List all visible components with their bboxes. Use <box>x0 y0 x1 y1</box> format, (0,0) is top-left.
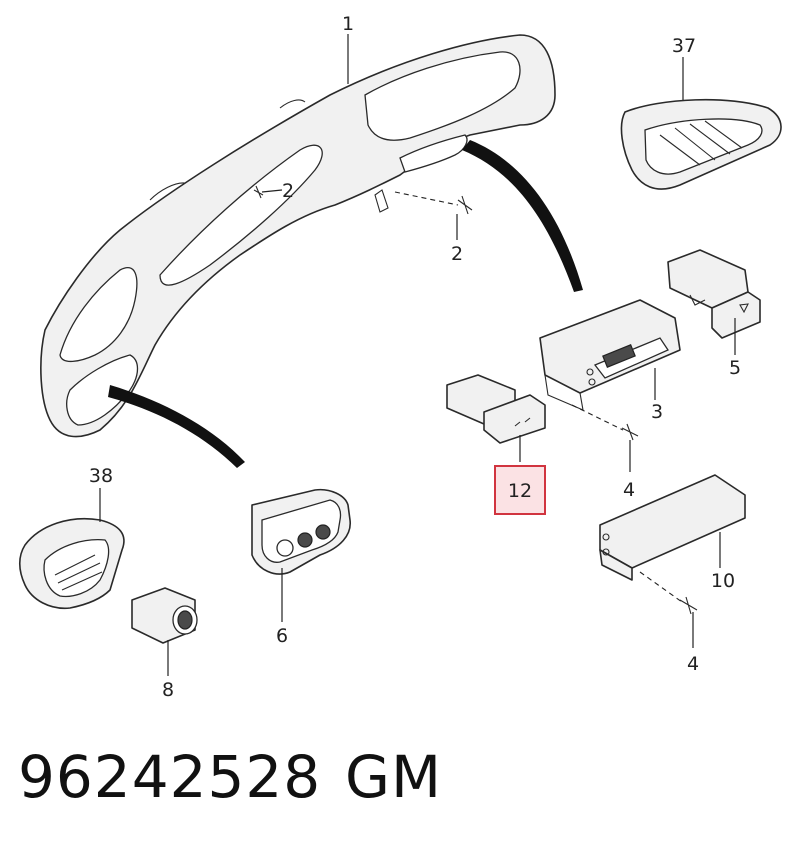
callout-4a: 4 <box>623 479 635 501</box>
callout-6: 6 <box>276 625 288 647</box>
dashed-guide-2 <box>394 191 459 206</box>
screw-part-4b <box>679 596 698 615</box>
callout-2a: 2 <box>282 180 294 202</box>
callout-37: 37 <box>672 35 696 57</box>
dashed-guide-4b <box>639 571 683 603</box>
callout-12[interactable]: 12 <box>508 480 532 502</box>
dashed-guide-4a <box>571 404 624 431</box>
callout-2b: 2 <box>451 243 463 265</box>
callout-5: 5 <box>729 357 741 379</box>
callout-4b: 4 <box>687 653 699 675</box>
callout-10: 10 <box>711 570 735 592</box>
screw-part-2b <box>457 195 473 215</box>
module-part-10 <box>599 474 746 581</box>
assembly-arrow-lower <box>108 385 245 468</box>
switch-part-12 <box>446 374 546 444</box>
switch-part-5 <box>667 249 761 339</box>
air-vent-left-part-38 <box>18 517 125 610</box>
highlighted-callout-box[interactable] <box>494 465 546 515</box>
callout-8: 8 <box>162 679 174 701</box>
instrument-panel-part-1 <box>40 34 556 438</box>
screw-part-4a <box>621 423 639 441</box>
callout-1: 1 <box>342 13 354 35</box>
rotary-switch-part-8 <box>131 587 198 644</box>
assembly-arrow-upper <box>462 140 583 292</box>
callout-38: 38 <box>89 465 113 487</box>
callout-3: 3 <box>651 401 663 423</box>
air-vent-right-part-37 <box>620 98 782 190</box>
screw-part-2a <box>253 185 264 199</box>
part-number: 96242528 <box>18 743 322 811</box>
climate-control-part-3 <box>539 299 681 411</box>
brand-label: GM <box>345 743 442 811</box>
leader-lines <box>99 34 736 676</box>
switch-panel-part-6 <box>251 488 351 575</box>
